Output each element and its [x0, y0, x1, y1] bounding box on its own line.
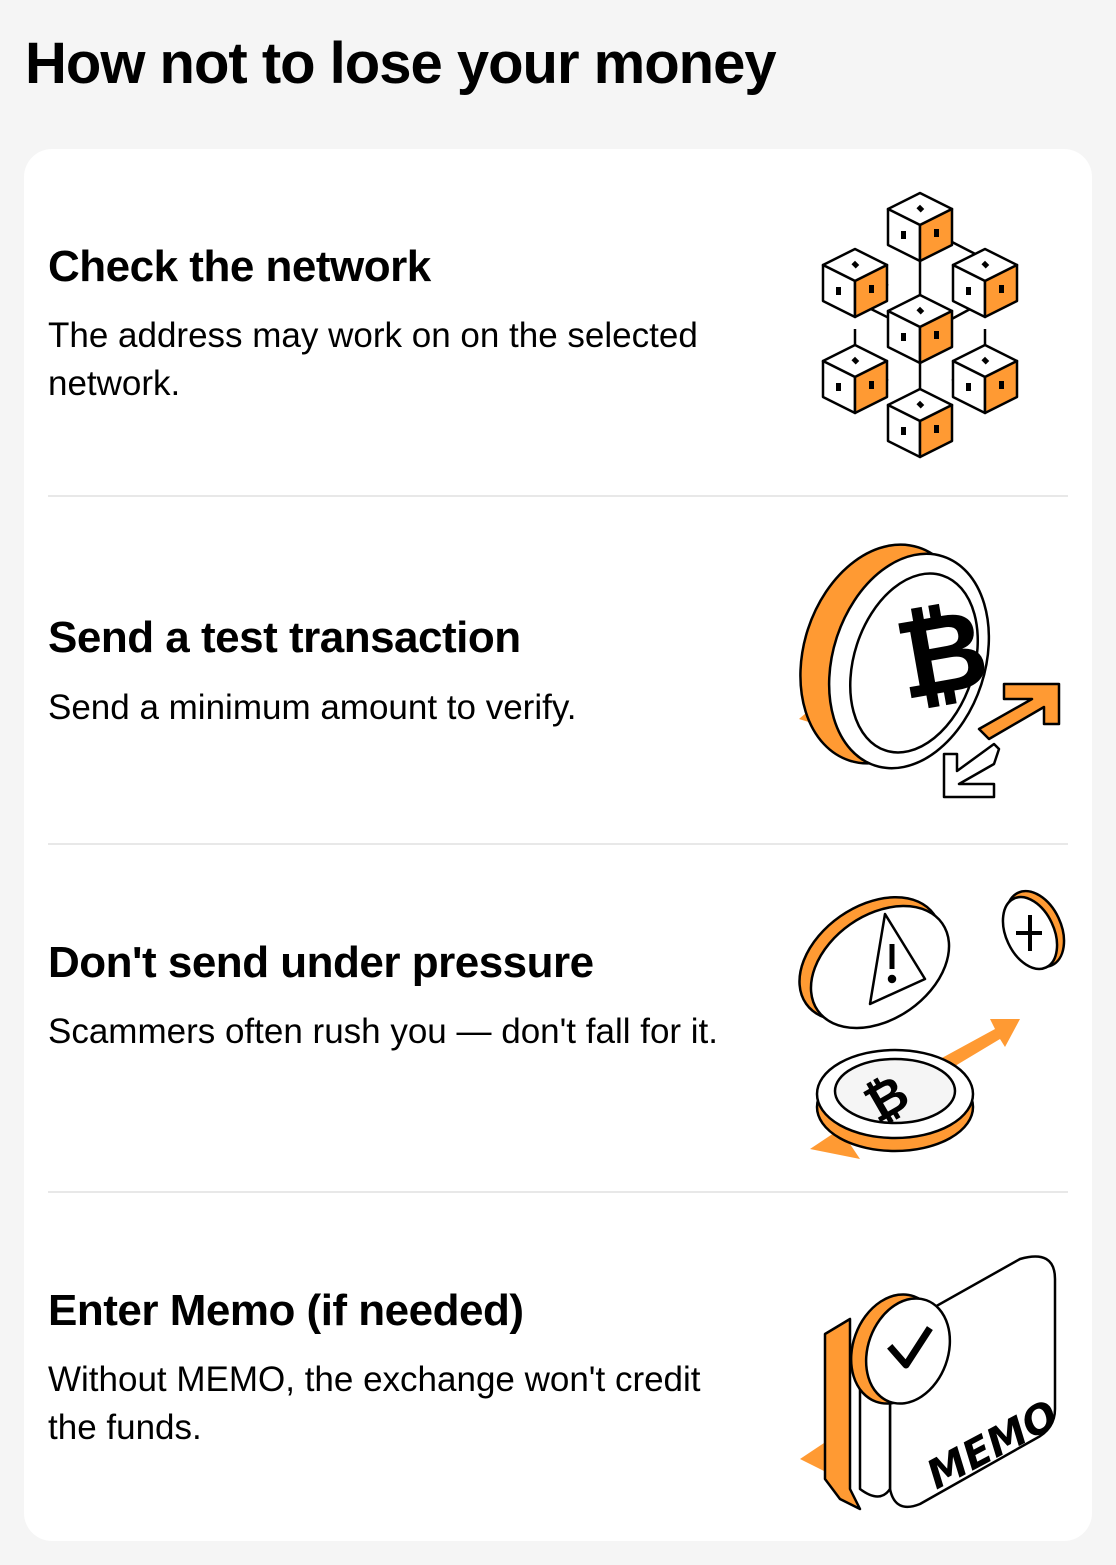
section-title: Don't send under pressure — [48, 938, 594, 987]
svg-text:₿: ₿ — [887, 583, 998, 725]
tips-card: Check the network The address may work o… — [24, 149, 1092, 1541]
page-title: How not to lose your money — [25, 31, 777, 96]
memo-check-icon: MEMO — [800, 1239, 1070, 1519]
section-test-transaction: Send a test transaction Send a minimum a… — [48, 497, 1068, 845]
warning-bitcoin-icon: ₿ — [780, 879, 1090, 1159]
section-title: Check the network — [48, 242, 431, 291]
bitcoin-transfer-icon: ₿ — [774, 539, 1074, 809]
section-title: Enter Memo (if needed) — [48, 1286, 524, 1335]
section-title: Send a test transaction — [48, 613, 521, 662]
section-description: Send a minimum amount to verify. — [48, 688, 577, 727]
divider — [48, 495, 1068, 497]
section-memo: Enter Memo (if needed) Without MEMO, the… — [48, 1193, 1068, 1541]
section-check-network: Check the network The address may work o… — [48, 237, 1068, 497]
section-pressure: Don't send under pressure Scammers often… — [48, 845, 1068, 1193]
divider — [48, 843, 1068, 845]
section-description: Without MEMO, the exchange won't credit … — [48, 1360, 701, 1447]
section-description: The address may work on on the selected … — [48, 316, 698, 403]
blockchain-network-icon — [800, 189, 1040, 459]
section-description: Scammers often rush you — don't fall for… — [48, 1012, 719, 1051]
divider — [48, 1191, 1068, 1193]
